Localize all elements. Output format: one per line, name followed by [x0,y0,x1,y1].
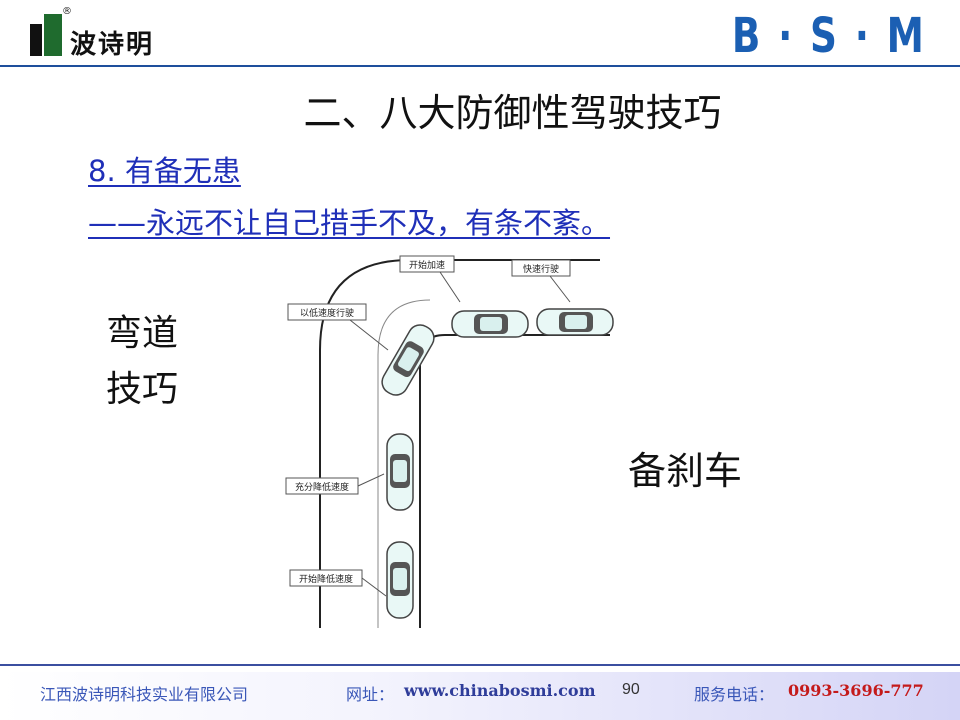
footer-company: 江西波诗明科技实业有限公司 [40,685,249,704]
callout-fast-text: 快速行驶 [523,263,559,275]
road-outer-edge [319,259,600,628]
curve-technique-label: 弯道 技巧 [106,306,178,418]
footer: 江西波诗明科技实业有限公司 网址： www.chinabosmi.com 90 … [0,664,960,720]
car-accelerate [451,310,529,338]
curve-label-line2: 技巧 [106,369,179,410]
callout-low-speed-text: 以低速度行驶 [300,307,354,319]
header: ® 波诗明 B · S · M [0,0,960,67]
car-fast [536,308,614,336]
brake-label: 备刹车 [628,449,743,493]
callout-start-reduce: 开始降低速度 [289,569,387,597]
road-inner-edge [419,334,610,628]
footer-website-link[interactable]: www.chinabosmi.com [404,681,596,700]
callout-fast: 快速行驶 [511,259,571,303]
footer-phone-label: 服务电话： [694,685,775,704]
logo-mark-icon [30,14,62,56]
car-turning [381,324,435,396]
footer-divider [0,664,960,666]
callout-reduce: 充分降低速度 [285,473,385,495]
callout-accelerate-text: 开始加速 [409,259,445,271]
footer-band [0,672,960,720]
brand-mark: B · S · M [731,8,926,64]
subhead-tip-number[interactable]: 8. 有备无患 [88,154,241,188]
curve-label-line1: 弯道 [106,313,179,354]
lane-line [377,299,431,628]
page-number: 90 [622,681,640,698]
car-start-reduce [386,541,414,619]
footer-website-label: 网址： [346,685,395,704]
subhead-tip-description[interactable]: ——永远不让自己措手不及，有条不紊。 [88,206,611,240]
callout-start-reduce-text: 开始降低速度 [299,573,353,585]
footer-phone: 0993-3696-777 [788,681,924,700]
cornering-diagram: 开始加速 快速行驶 以低速度行驶 充分降低速度 开始降低速度 [285,255,614,628]
header-divider [0,65,960,67]
car-reduce [386,433,414,511]
callout-reduce-text: 充分降低速度 [295,481,349,493]
callout-low-speed: 以低速度行驶 [287,303,389,351]
registered-mark: ® [62,6,72,17]
slide-title: 二、八大防御性驾驶技巧 [303,91,722,135]
callout-accelerate: 开始加速 [399,255,461,303]
logo-text: 波诗明 [70,30,155,60]
